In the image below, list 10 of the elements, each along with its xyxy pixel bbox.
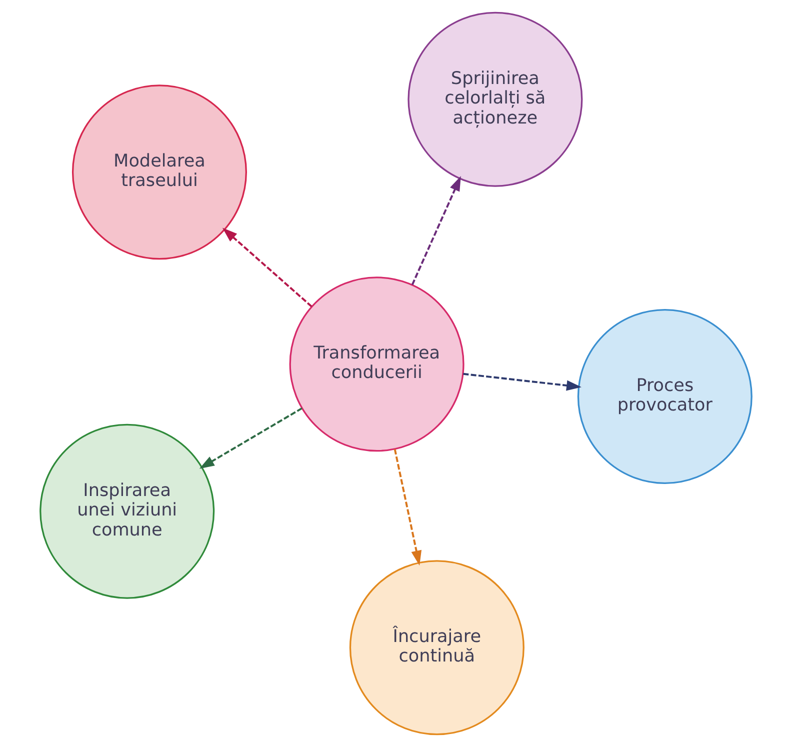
arrow — [394, 449, 422, 566]
node-circle: Transformarea conducerii — [289, 276, 464, 452]
node-circle: Încurajare continuă — [349, 560, 524, 736]
arrow — [411, 176, 461, 286]
arrow — [222, 228, 312, 308]
node-circle: Modelarea traseului — [72, 84, 247, 260]
node-circle: Proces provocator — [577, 309, 752, 484]
arrow — [199, 407, 302, 469]
node-circle: Sprijinirea celorlalți să acționeze — [408, 12, 583, 187]
arrow — [463, 372, 582, 391]
